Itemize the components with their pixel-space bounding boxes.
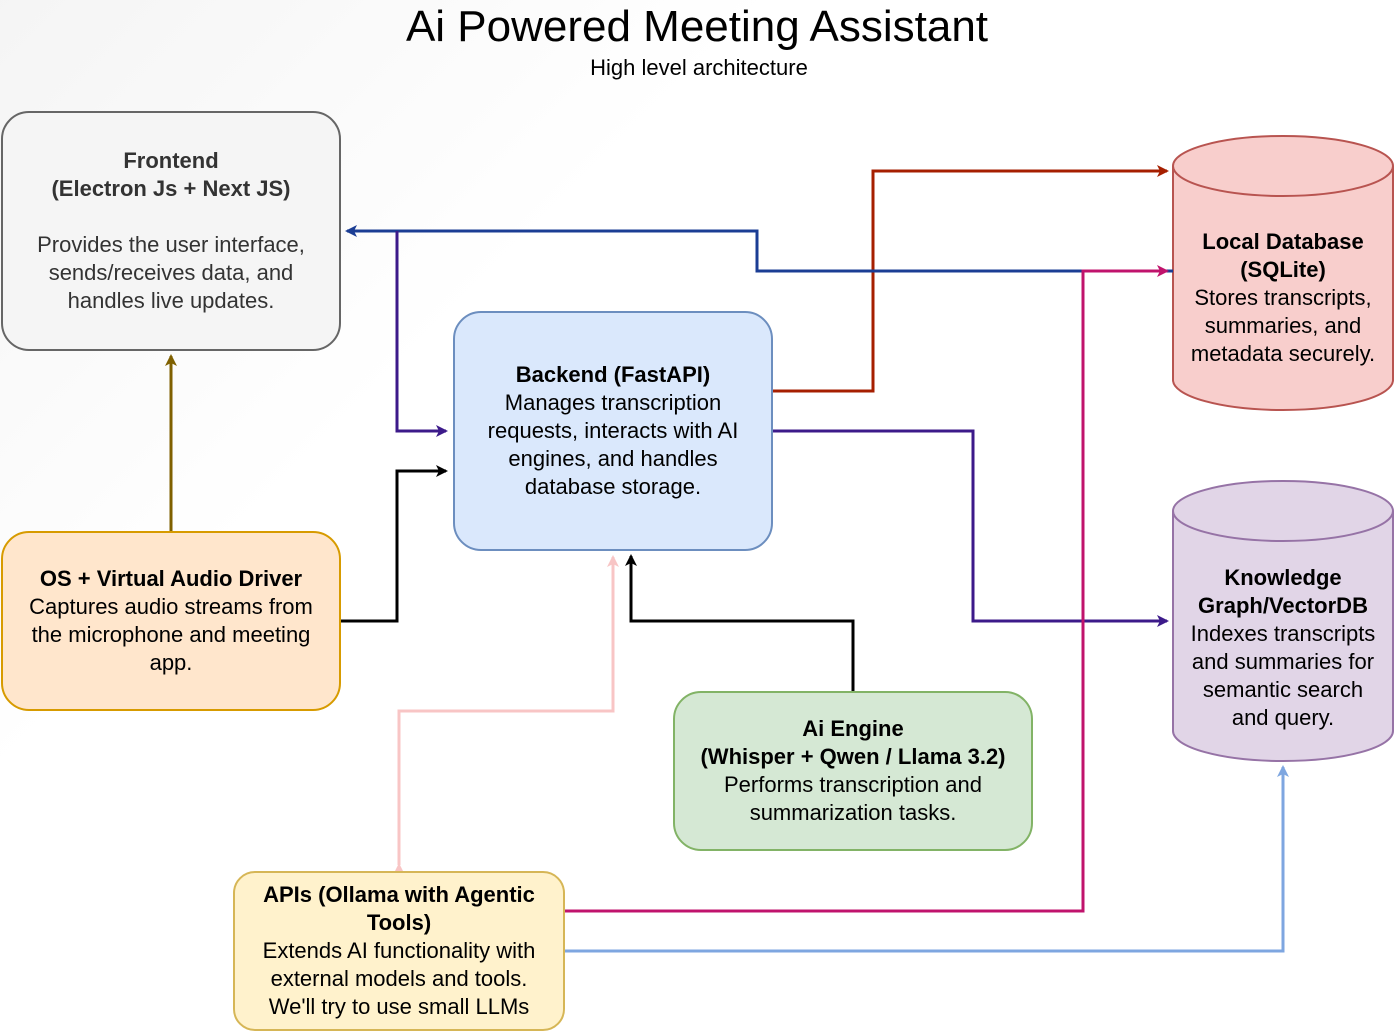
frontend-title-line2: (Electron Js + Next JS) (51, 176, 291, 201)
kg-desc-line1: Indexes transcripts (1190, 621, 1376, 646)
os-audio-desc-line2: the microphone and meeting (31, 622, 311, 647)
apis-desc-line3: We'll try to use small LLMs (268, 994, 530, 1019)
kg-title-line1: Knowledge (1224, 565, 1342, 590)
os-audio-title: OS + Virtual Audio Driver (39, 566, 303, 591)
connector-apis-to-localdb (565, 265, 1169, 913)
os-audio-driver-node[interactable]: OS + Virtual Audio Driver Captures audio… (1, 531, 341, 711)
backend-node[interactable]: Backend (FastAPI) Manages transcription … (453, 311, 773, 551)
backend-desc-line3: engines, and handles (508, 446, 718, 471)
connector-frontend-to-backend (395, 231, 448, 437)
ai-engine-title-line2: (Whisper + Qwen / Llama 3.2) (700, 744, 1006, 769)
apis-desc-line1: Extends AI functionality with (262, 938, 536, 963)
local-db-title-line2: (SQLite) (1240, 257, 1326, 282)
os-audio-desc-line3: app. (149, 650, 193, 675)
knowledge-graph-cylinder[interactable] (1172, 480, 1394, 762)
kg-desc-line2: and summaries for (1191, 649, 1375, 674)
os-audio-desc-line1: Captures audio streams from (29, 594, 313, 619)
kg-desc-line3: semantic search (1202, 677, 1364, 702)
connector-localdb-to-frontend (345, 225, 1173, 273)
connector-backend-to-localdb (773, 165, 1169, 393)
backend-desc-line4: database storage. (524, 474, 702, 499)
apis-desc-line2: external models and tools. (270, 966, 528, 991)
connector-os-to-backend (341, 465, 448, 623)
connector-apis-backend-bidirectional (393, 555, 619, 875)
frontend-desc-line3: handles live updates. (67, 288, 275, 313)
ai-engine-desc-line1: Performs transcription and (724, 772, 982, 797)
ai-engine-node[interactable]: Ai Engine (Whisper + Qwen / Llama 3.2) P… (673, 691, 1033, 851)
ai-engine-desc-line2: summarization tasks. (749, 800, 957, 825)
ai-engine-title-line1: Ai Engine (802, 716, 904, 741)
connector-backend-to-knowledge-graph (773, 429, 1169, 627)
frontend-desc-line2: sends/receives data, and (48, 260, 294, 285)
apis-title-line1: APIs (Ollama with Agentic (263, 882, 535, 907)
local-database-label: Local Database (SQLite) Stores transcrip… (1173, 228, 1393, 368)
frontend-title-line1: Frontend (123, 148, 219, 173)
apis-title-line2: Tools) (366, 910, 432, 935)
frontend-node[interactable]: Frontend (Electron Js + Next JS) Provide… (1, 111, 341, 351)
frontend-desc-line1: Provides the user interface, (37, 232, 305, 257)
kg-desc-line4: and query. (1231, 705, 1335, 730)
local-db-desc-line2: summaries, and (1204, 313, 1362, 338)
local-db-desc-line3: metadata securely. (1190, 341, 1376, 366)
local-database-cylinder[interactable] (1172, 135, 1394, 411)
kg-title-line2: Graph/VectorDB (1198, 593, 1368, 618)
diagram-subtitle: High level architecture (590, 55, 808, 80)
connector-engine-to-backend (625, 554, 855, 691)
backend-title: Backend (FastAPI) (515, 362, 711, 387)
local-db-title-line1: Local Database (1202, 229, 1364, 254)
apis-node[interactable]: APIs (Ollama with Agentic Tools) Extends… (233, 871, 565, 1031)
local-db-desc-line1: Stores transcripts, (1194, 285, 1372, 310)
backend-desc-line2: requests, interacts with AI (487, 418, 739, 443)
knowledge-graph-label: Knowledge Graph/VectorDB Indexes transcr… (1173, 564, 1393, 732)
backend-desc-line1: Manages transcription (504, 390, 722, 415)
diagram-title: Ai Powered Meeting Assistant (405, 2, 989, 51)
connector-apis-to-knowledge-graph (565, 765, 1289, 953)
